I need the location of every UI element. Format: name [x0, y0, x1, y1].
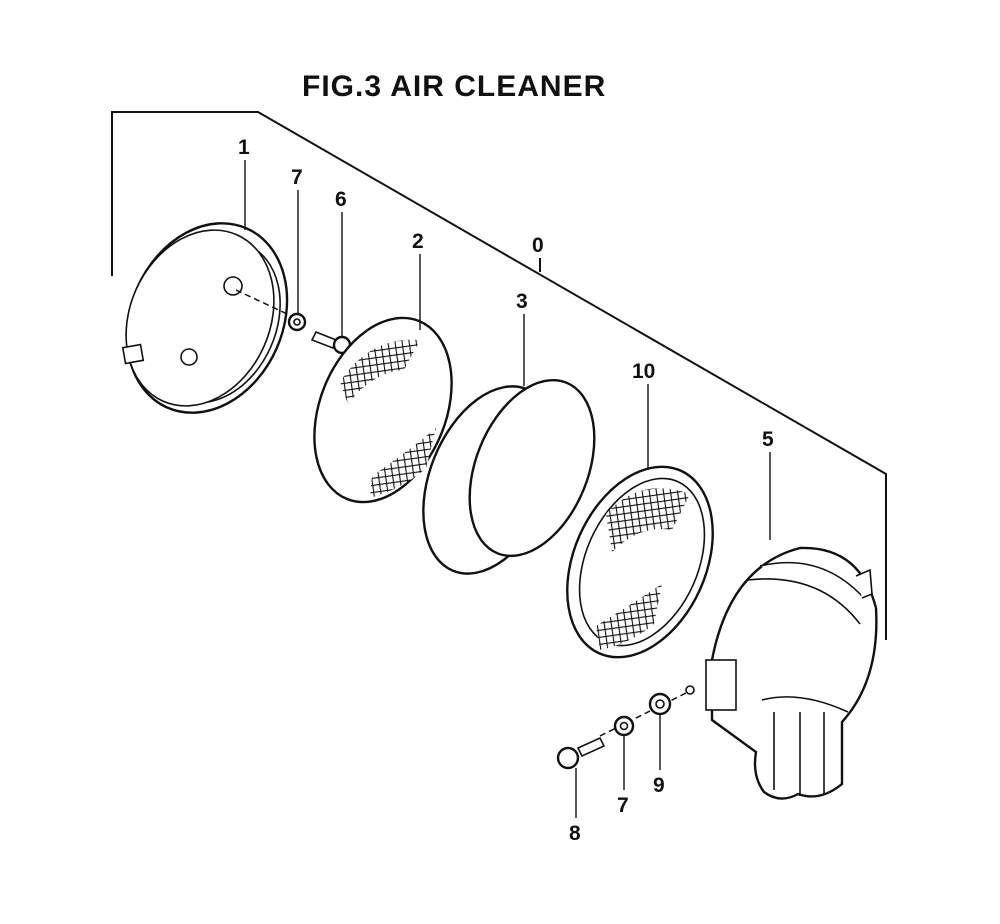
part-9-washer [648, 692, 672, 716]
callout-3: 3 [516, 290, 528, 313]
part-2-mesh-screen [313, 316, 453, 504]
assembly-bracket [111, 111, 887, 640]
part-3-foam-element [422, 378, 596, 575]
part-10-rim-mesh-screen [566, 465, 714, 659]
callout-5: 5 [762, 428, 774, 451]
part-7-washer-upper [287, 312, 307, 332]
callout-6: 6 [335, 188, 347, 211]
callout-0: 0 [532, 234, 544, 257]
callout-8: 8 [569, 822, 581, 845]
callout-2: 2 [412, 230, 424, 253]
callout-9: 9 [653, 774, 665, 797]
callout-7-lower: 7 [617, 794, 629, 817]
figure-title: FIG.3 AIR CLEANER [302, 70, 606, 103]
part-7-washer-lower [613, 715, 635, 737]
part-5-cleaner-case [685, 546, 878, 800]
callout-10: 10 [632, 360, 655, 383]
leader-lines [244, 160, 771, 818]
lower-fastener-line [599, 691, 689, 737]
callout-7-upper: 7 [291, 166, 303, 189]
part-1-clamp-ring [121, 222, 289, 414]
callout-1: 1 [238, 136, 250, 159]
part-8-screw [556, 736, 606, 770]
